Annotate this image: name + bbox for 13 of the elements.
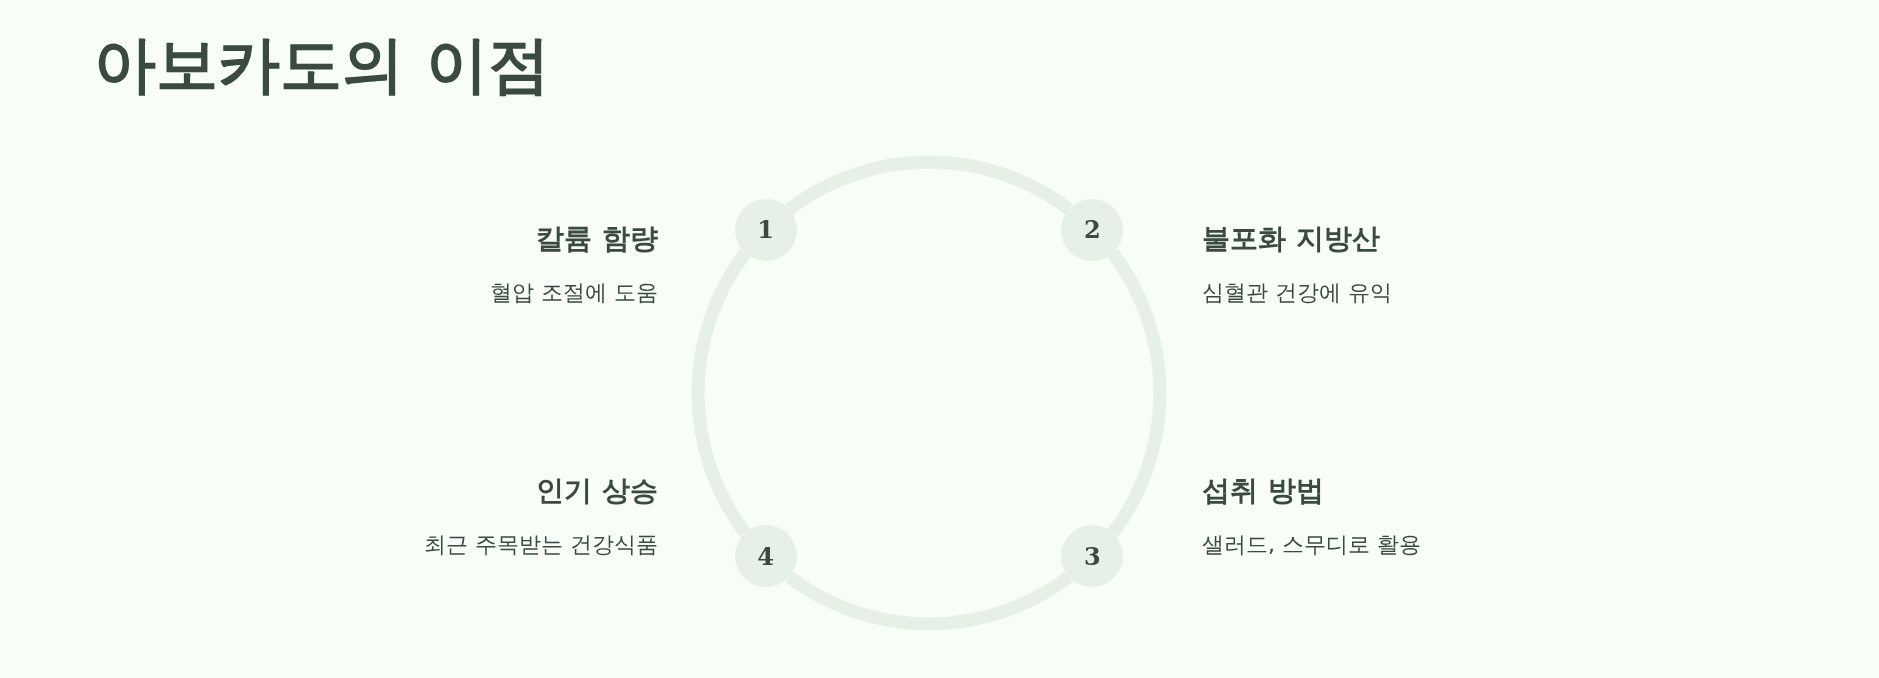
description-text: 혈압 조절에 도움 [490, 279, 658, 307]
description-text: 심혈관 건강에 유익 [1202, 279, 1392, 307]
heading-text: 인기 상승 [536, 473, 658, 509]
description-text: 최근 주목받는 건강식품 [424, 531, 658, 559]
heading-text: 칼륨 함량 [536, 221, 658, 257]
description-text: 샐러드, 스무디로 활용 [1202, 531, 1421, 559]
title-text: 아보카도의 이점 [94, 28, 550, 103]
number-circle: 3 [1061, 525, 1124, 588]
number-circle: 2 [1061, 198, 1124, 261]
number-circle: 4 [734, 525, 797, 588]
number-circle: 1 [734, 198, 797, 261]
heading-text: 섭취 방법 [1202, 473, 1324, 509]
heading-text: 불포화 지방산 [1202, 221, 1380, 257]
